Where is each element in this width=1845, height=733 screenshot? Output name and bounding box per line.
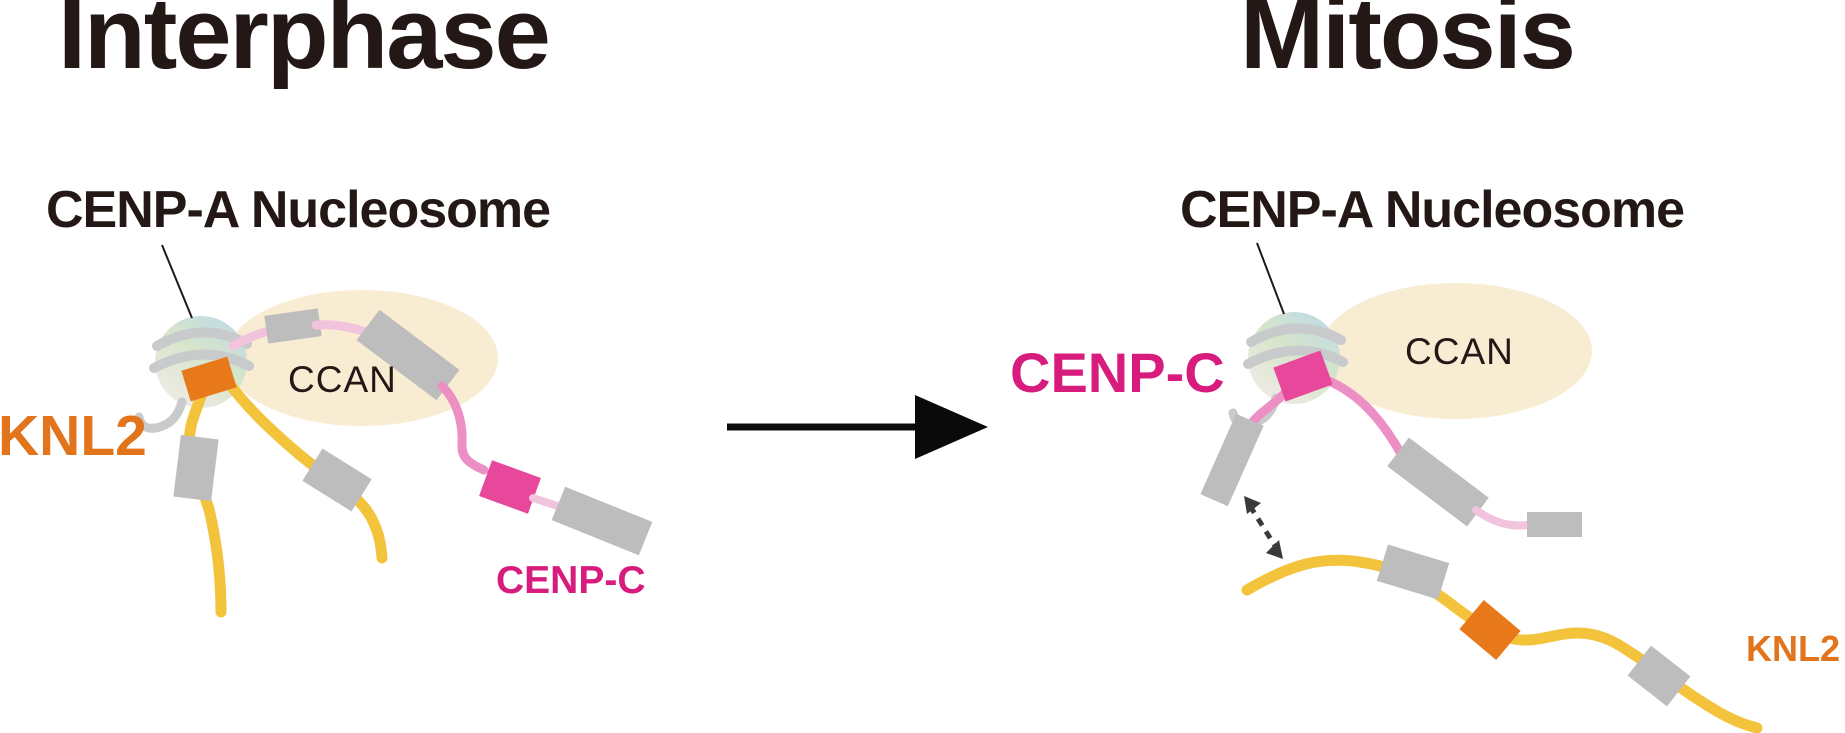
dna-gyre-left-2: [149, 349, 254, 373]
knl2-released-strand: [1241, 554, 1763, 733]
cenpc-linker-right-end: [1472, 506, 1532, 530]
knl2-strand-a: [183, 384, 227, 618]
cenpc-hanging-domain-box: [1200, 413, 1264, 507]
cenpc-cenpa-binding-motif: [1273, 350, 1333, 402]
knl2-cenpa-binding-domain-released: [1459, 600, 1521, 660]
ccan-label-left: CCAN: [288, 359, 397, 400]
cenpc-domain-box-right-big: [1387, 437, 1489, 527]
cenpc-domain-box-2: [356, 309, 460, 401]
interaction-dashed-arrow: [1247, 504, 1280, 551]
cenpc-domain-box-3: [551, 486, 653, 556]
knl2-domain-box-d: [1627, 645, 1691, 707]
dashed-arrowhead-bottom: [1266, 540, 1283, 559]
dna-end-curl-left: [134, 397, 187, 433]
dna-gyre-right-2: [1243, 345, 1348, 369]
cenpc-label-right: CENP-C: [1010, 341, 1225, 404]
knl2-domain-box-c: [1376, 544, 1450, 600]
transition-arrow: [727, 395, 988, 459]
interphase-title: Interphase: [58, 0, 551, 90]
mitosis-title: Mitosis: [1240, 0, 1576, 90]
cenpc-central-motif: [479, 460, 541, 514]
dashed-arrowhead-top: [1244, 496, 1261, 514]
knl2-domain-box-a: [173, 434, 219, 502]
interphase-diagram: [134, 244, 653, 618]
cenpa-nucleosome-label-right: CENP-A Nucleosome: [1180, 181, 1685, 239]
mitosis-diagram: [1200, 242, 1763, 733]
dna-gyre-right-1: [1246, 323, 1346, 347]
cenpc-domain-box-1: [264, 308, 322, 344]
knl2-label-left: KNL2: [0, 404, 147, 468]
knl2-domain-box-b: [302, 448, 372, 512]
cenpc-linker-3: [437, 381, 489, 475]
ccan-complex-right: [1320, 283, 1592, 419]
cenpc-label-left: CENP-C: [496, 559, 646, 602]
cenpc-linker-right-branch: [1324, 376, 1405, 457]
ccan-label-right: CCAN: [1405, 331, 1514, 372]
knl2-cenpa-binding-domain: [181, 356, 237, 402]
knl2-label-right: KNL2: [1746, 628, 1841, 669]
cenpa-nucleosome-label-left: CENP-A Nucleosome: [46, 181, 551, 239]
nucleosome-pointer-line-left: [161, 244, 193, 319]
cenpc-domain-box-right-end: [1527, 512, 1582, 537]
nucleosome-pointer-line-right: [1256, 242, 1285, 315]
cenpc-linker-left-branch: [1246, 389, 1289, 429]
